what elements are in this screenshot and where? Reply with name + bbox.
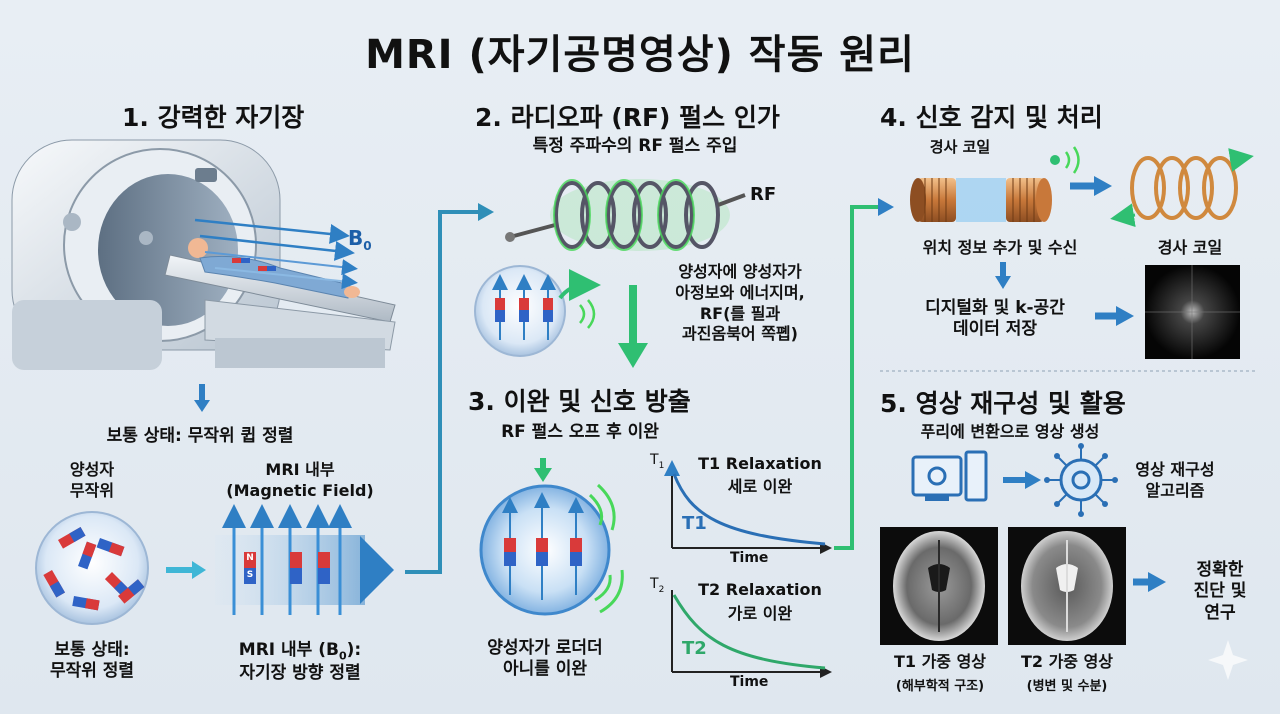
relaxing-protons-bubble <box>479 483 624 616</box>
t2-brain-image <box>1008 527 1126 645</box>
coil-label-top: 경사 코일 <box>929 138 991 156</box>
position-info-label: 위치 정보 추가 및 수신 <box>922 238 1078 257</box>
protons-random-label: 양성자 무작위 <box>69 460 115 500</box>
algorithm-gear-icon <box>1044 443 1118 517</box>
t1-brain-image <box>880 527 998 645</box>
magnet-n-label: N <box>246 553 254 563</box>
coil-label-right: 경사 코일 <box>1157 238 1223 257</box>
rf-description: 양성자에 양성자가 아정보와 에너지며, RF(를 필과 과진옴북어 쪽폡) <box>675 262 805 344</box>
outcome-label: 정확한 진단 및 연구 <box>1193 560 1247 623</box>
t2-curve-label: T2 <box>682 638 707 659</box>
gradient-coil-right <box>1110 148 1254 228</box>
connector-1-2 <box>405 210 480 574</box>
t2-axis-label: T2 <box>650 576 665 595</box>
t2-image-label: T2 가중 영상 <box>1020 652 1114 671</box>
computer-icon <box>911 450 988 502</box>
section3-subheading: RF 펄스 오프 후 이완 <box>501 422 659 442</box>
page-title: MRI (자기공명영상) 작동 원리 <box>365 32 915 78</box>
t2-relaxation-subtitle: 가로 이완 <box>727 604 793 623</box>
section5-subheading: 푸리에 변환으로 영상 생성 <box>920 422 1100 441</box>
mri-inside-label: MRI 내부 (Magnetic Field) <box>226 460 374 500</box>
rf-label: RF <box>750 184 777 205</box>
section2-subheading: 특정 주파수의 RF 펄스 주입 <box>532 136 738 156</box>
b0-label: B0 <box>348 226 372 253</box>
algorithm-label: 영상 재구성 알고리즘 <box>1135 460 1215 500</box>
digitize-label: 디지털화 및 k-공간 데이터 저장 <box>925 298 1065 340</box>
t2-time-label: Time <box>730 674 769 690</box>
t1-relaxation-graph <box>664 460 832 554</box>
normal-state-label: 보통 상태: 무작위 큅 정렬 <box>106 426 294 446</box>
mri-scanner-illustration <box>11 139 396 370</box>
aligned-protons-bubble <box>474 265 601 357</box>
gradient-coil-left <box>910 178 1052 222</box>
section2-heading: 2. 라디오파 (RF) 펄스 인가 <box>475 103 780 132</box>
section3-heading: 3. 이완 및 신호 방출 <box>468 387 691 416</box>
t1-time-label: Time <box>730 550 769 566</box>
random-protons-bubble <box>35 511 149 625</box>
t2-relaxation-title: T2 Relaxation <box>698 580 822 599</box>
mri-inside-b0-label: MRI 내부 (B0):자기장 방향 정렬 <box>238 640 362 684</box>
relaxation-caption: 양성자가 로더더 아니를 이완 <box>487 638 603 680</box>
t1-image-label: T1 가중 영상 <box>893 652 987 671</box>
section4-heading: 4. 신호 감지 및 처리 <box>880 103 1103 132</box>
rf-coil-illustration <box>505 179 746 251</box>
aligned-field-illustration <box>215 504 394 615</box>
t2-relaxation-graph <box>671 590 832 678</box>
sparkle-icon <box>1208 640 1248 680</box>
t2-image-sublabel: (병변 및 수분) <box>1026 679 1108 694</box>
t1-relaxation-subtitle: 세로 이완 <box>727 477 793 496</box>
t1-axis-label: T1 <box>650 452 665 471</box>
t1-image-sublabel: (해부학적 구조) <box>895 679 985 694</box>
magnet-s-label: S <box>246 570 254 580</box>
k-space-image <box>1145 265 1240 359</box>
section1-heading: 1. 강력한 자기장 <box>122 103 305 132</box>
t1-relaxation-title: T1 Relaxation <box>698 454 822 473</box>
t1-curve-label: T1 <box>682 513 707 534</box>
normal-state-label-2: 보통 상태: 무작위 정렬 <box>49 640 135 682</box>
connector-3-4 <box>834 205 880 550</box>
section5-heading: 5. 영상 재구성 및 활용 <box>880 389 1126 418</box>
